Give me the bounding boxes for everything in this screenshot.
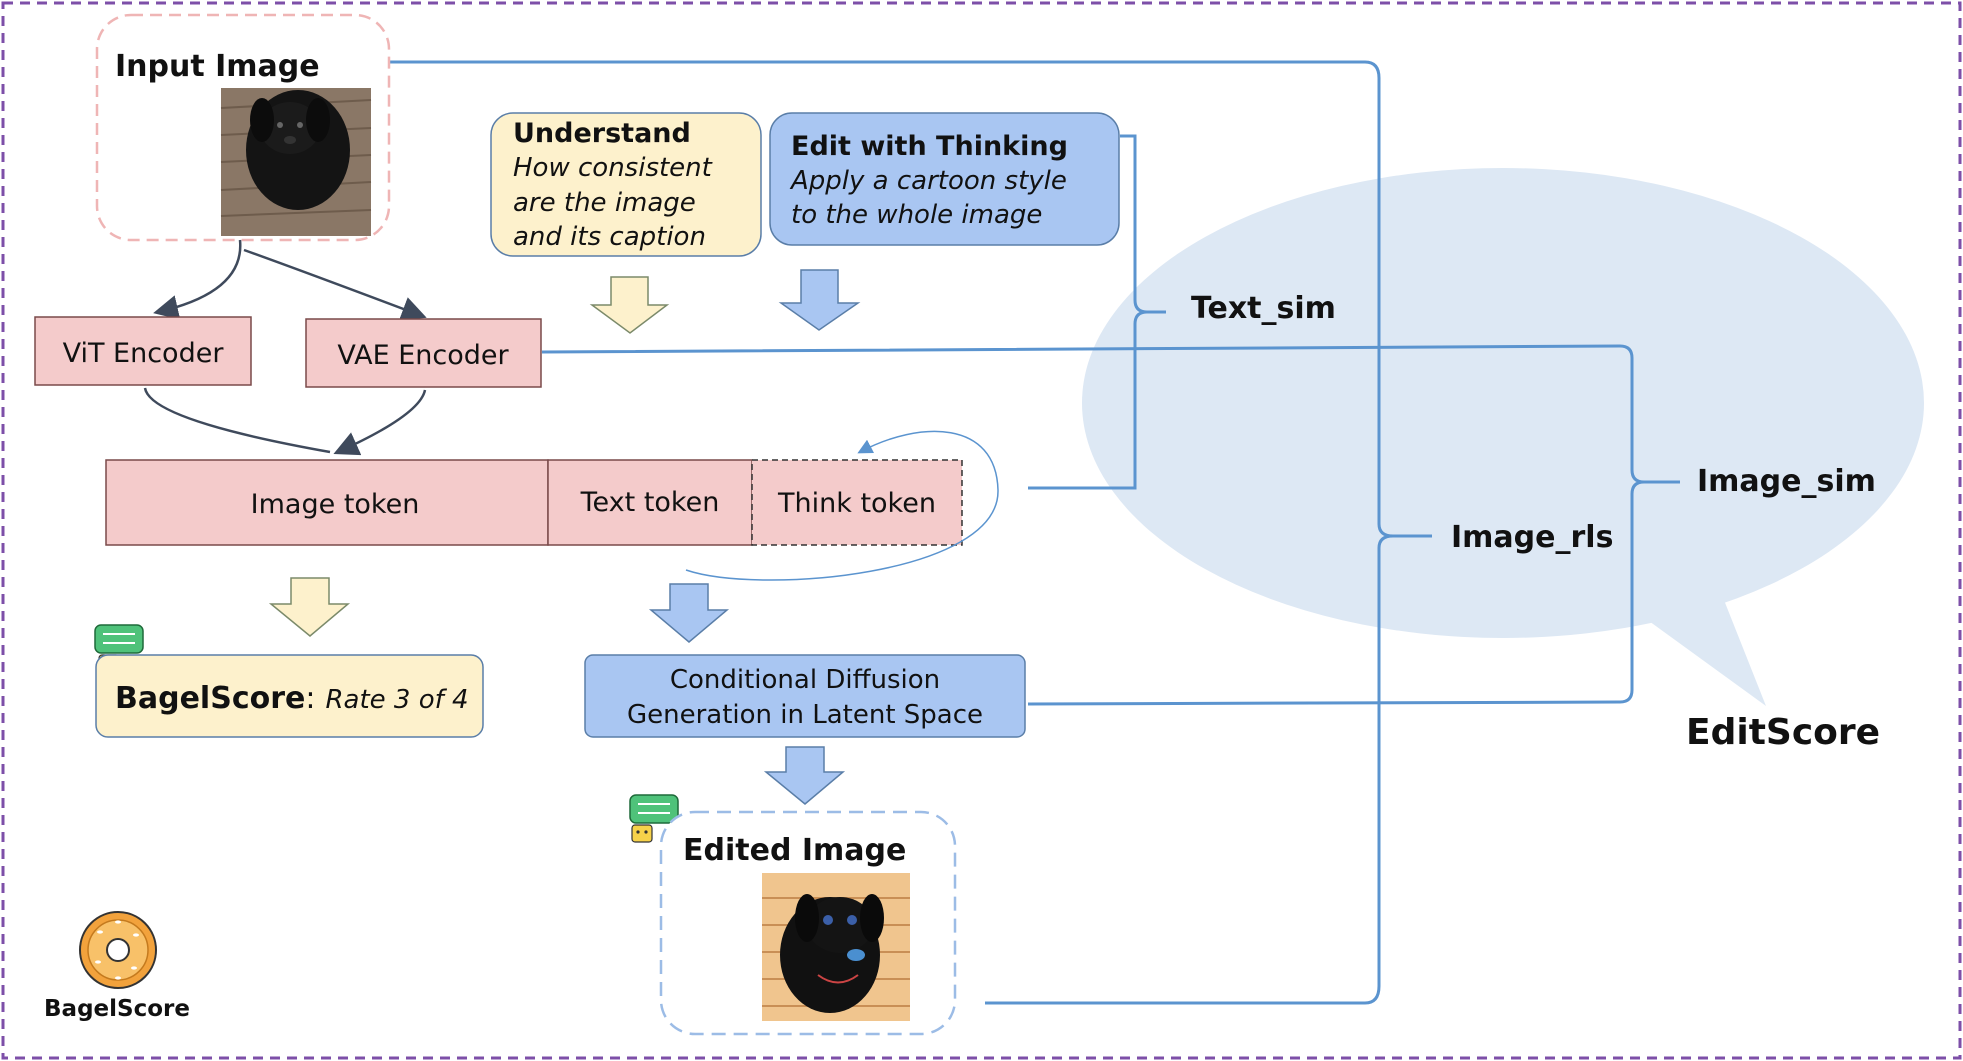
token-row: Image token Text token Think token	[105, 459, 963, 546]
edited-image-card: Edited Image	[659, 810, 957, 1036]
image-rls-bracket	[390, 60, 1432, 1005]
vit-encoder-box: ViT Encoder	[34, 316, 252, 386]
logo-label: BagelScore	[44, 996, 190, 1022]
image-sim-label: Image_sim	[1697, 464, 1876, 499]
bagelscore-separator: :	[305, 681, 315, 716]
input-image-card: Input Image	[95, 13, 391, 242]
token-to-diffusion-arrow	[648, 583, 730, 643]
vae-encoder-label: VAE Encoder	[337, 340, 509, 371]
think-token-label: Think token	[777, 488, 936, 519]
diffusion-line-2: Generation in Latent Space	[627, 700, 983, 730]
input-to-encoder-arrows	[153, 239, 427, 321]
edit-box: Edit with Thinking Apply a cartoon style…	[769, 112, 1120, 246]
input-image-title: Input Image	[115, 49, 320, 84]
edit-line-2: to the whole image	[791, 200, 1042, 230]
text-sim-label: Text_sim	[1191, 291, 1336, 326]
chat-icon-edited	[629, 794, 679, 843]
bagelscore-name: BagelScore	[115, 681, 305, 716]
diffusion-down-arrow	[763, 746, 846, 805]
edit-down-arrow	[778, 269, 861, 331]
input-image-picture	[220, 88, 372, 236]
understand-title: Understand	[513, 118, 691, 149]
edit-line-1: Apply a cartoon style	[789, 166, 1067, 196]
edited-image-picture	[762, 873, 910, 1021]
understand-line-3: and its caption	[513, 222, 706, 252]
image-sim-bracket	[541, 344, 1680, 706]
understand-box: Understand How consistent are the image …	[490, 112, 762, 257]
vae-encoder-box: VAE Encoder	[305, 318, 542, 388]
connector-lines	[390, 60, 1680, 1005]
token-to-score-arrow	[268, 577, 351, 637]
diffusion-line-1: Conditional Diffusion	[670, 665, 940, 695]
editscore-bubble	[1082, 168, 1924, 706]
encoder-merge-arrows	[143, 387, 427, 456]
image-rls-label: Image_rls	[1451, 520, 1613, 555]
editscore-label: EditScore	[1686, 712, 1880, 753]
image-token-label: Image token	[251, 489, 420, 520]
bagelscore-result-box: BagelScore: Rate 3 of 4	[95, 654, 484, 738]
bagel-icon	[79, 911, 157, 989]
understand-down-arrow	[589, 276, 670, 334]
diffusion-box: Conditional Diffusion Generation in Late…	[584, 654, 1026, 738]
text-token-box	[547, 459, 753, 546]
understand-line-1: How consistent	[513, 153, 713, 183]
think-token-box	[751, 459, 963, 546]
vit-encoder-label: ViT Encoder	[63, 338, 225, 369]
text-token-label: Text token	[580, 487, 720, 518]
think-loop-arrow	[685, 430, 999, 581]
text-sim-bracket	[1028, 134, 1166, 490]
edited-image-title: Edited Image	[683, 833, 906, 868]
understand-line-2: are the image	[513, 188, 696, 218]
edit-title: Edit with Thinking	[791, 131, 1068, 162]
svg-text:BagelScore:Rate 3 of 4: BagelScore: Rate 3 of 4	[115, 681, 469, 716]
bagelscore-rating: Rate 3 of 4	[325, 685, 468, 715]
